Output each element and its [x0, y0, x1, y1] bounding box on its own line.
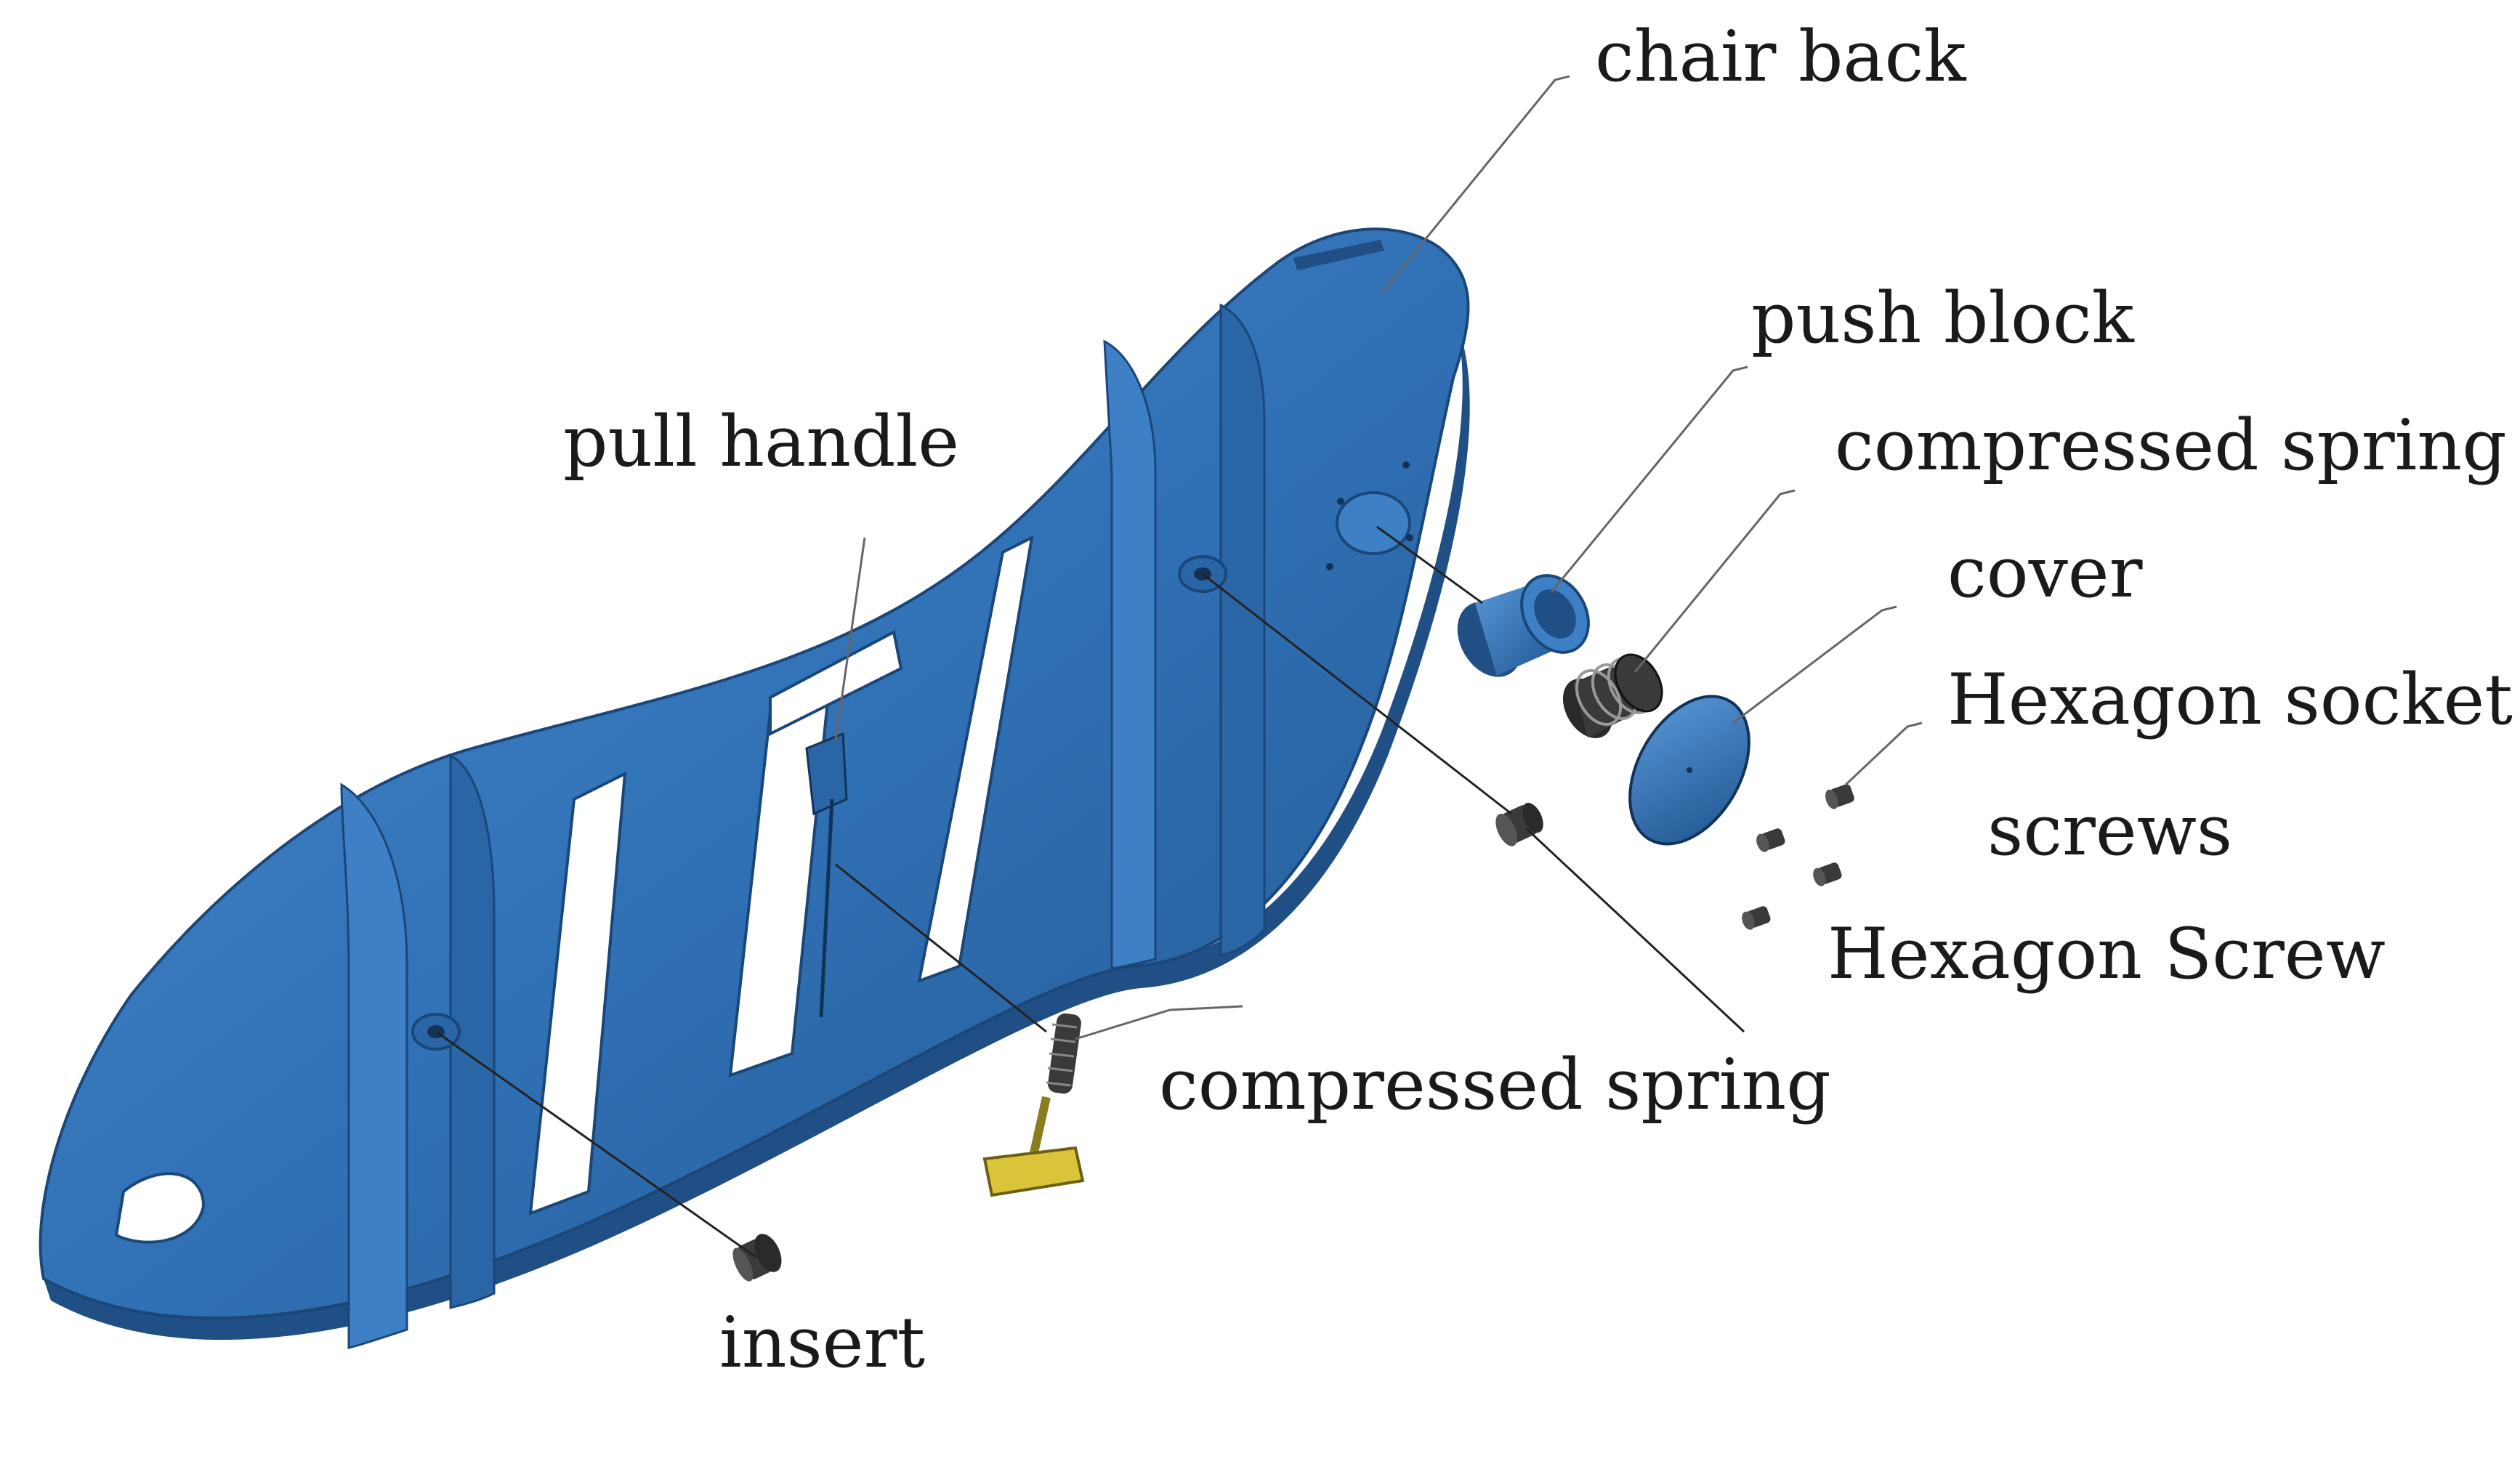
chair-rib-right [1219, 303, 1266, 957]
leader-lines [834, 75, 1923, 1040]
label-push-block: push block [1751, 278, 2134, 359]
label-pull-handle: pull handle [563, 401, 960, 482]
bottom-compressed-spring [1048, 1013, 1081, 1094]
chair-mount-dot-2 [1402, 461, 1410, 469]
pull-handle-rod [819, 798, 834, 1018]
leader-pull-handle [834, 537, 866, 742]
bottom-spring-assembly [982, 1013, 1085, 1197]
t-handle-yellow-bar [982, 1146, 1085, 1197]
axis-pull-handle [835, 863, 1047, 1033]
chair-rib-left [340, 783, 408, 1349]
right-compressed-spring [1562, 653, 1663, 738]
chair-hook-notch [114, 1172, 206, 1244]
chair-mount-circle [1336, 491, 1411, 555]
axis-insert [435, 1030, 756, 1258]
small-screw-2 [1813, 862, 1842, 886]
chair-window-3 [769, 629, 903, 737]
axis-middle-screw-ext [1524, 827, 1745, 1033]
axis-middle-screw [1202, 573, 1512, 815]
bottom-spring-coils [1046, 1023, 1078, 1087]
assembly-axes [435, 525, 1745, 1258]
small-screw-3 [1742, 906, 1771, 930]
push-block-part [1457, 574, 1590, 677]
leader-compressed-spring-bottom [1075, 1005, 1243, 1040]
chair-mount-dot-3 [1326, 563, 1333, 570]
leader-push-block [1550, 365, 1748, 593]
small-screw-1 [1756, 828, 1785, 852]
chair-rib-mid-left [449, 753, 496, 1309]
leader-compressed-spring-right [1633, 489, 1796, 673]
leader-hexagon-socket [1844, 721, 1923, 786]
middle-screw [1495, 802, 1543, 846]
label-cover: cover [1947, 532, 2143, 613]
insert-screw [732, 1234, 782, 1282]
label-compressed-spring-right: compressed spring [1835, 405, 2507, 486]
chair-window-1 [528, 771, 627, 1216]
chair-window-4 [917, 535, 1034, 984]
pull-handle-block [805, 732, 848, 816]
label-hexagon-socket-line1: Hexagon socket [1947, 659, 2513, 740]
leader-chair-back [1379, 75, 1570, 295]
axis-push-block [1376, 525, 1483, 604]
label-hexagon-socket-line2: screws [1987, 790, 2233, 871]
chair-back-part [39, 227, 1470, 1349]
chair-mount-dot-1 [1337, 498, 1344, 505]
chair-mount-dot-4 [1406, 534, 1413, 541]
chair-back-top-slot [1293, 240, 1384, 270]
hexagon-socket-screw [1825, 784, 1854, 809]
chair-rib-mid-right [1103, 339, 1157, 970]
leader-cover [1732, 605, 1897, 724]
label-chair-back: chair back [1595, 16, 1966, 97]
cover-part [1628, 695, 1750, 846]
label-hexagon-screw: Hexagon Screw [1828, 913, 2386, 995]
pull-handle-part [805, 732, 848, 1018]
label-compressed-spring-bottom: compressed spring [1159, 1044, 1831, 1125]
label-insert: insert [719, 1302, 926, 1383]
